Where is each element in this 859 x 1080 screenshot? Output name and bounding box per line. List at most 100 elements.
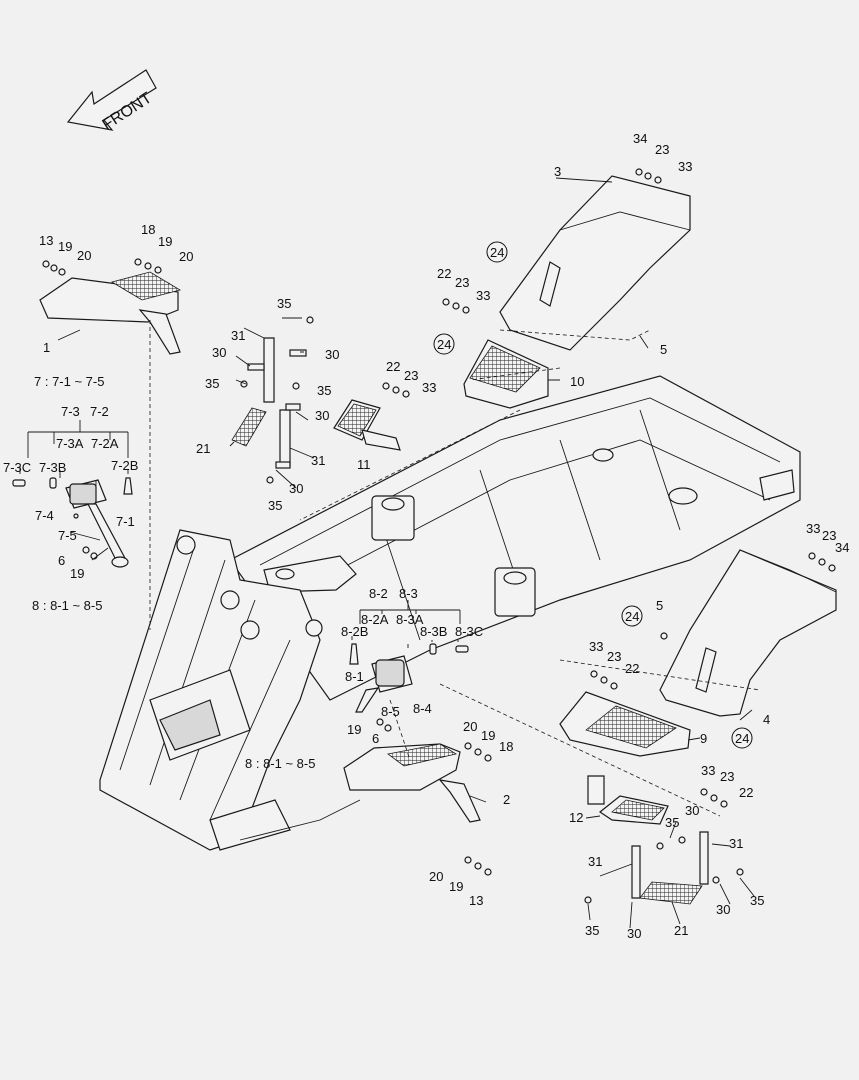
callout-22-c: 22 xyxy=(625,661,639,676)
callout-12: 12 xyxy=(569,810,583,825)
callout-24-b: 24 xyxy=(437,337,451,352)
callout-30-a: 30 xyxy=(212,345,226,360)
callout-33-c: 33 xyxy=(422,380,436,395)
callout-8-1: 8-1 xyxy=(345,669,364,684)
callout-20-b: 20 xyxy=(179,249,193,264)
callout-7-2A: 7-2A xyxy=(91,436,119,451)
callout-20-c: 20 xyxy=(463,719,477,734)
callout-21-upper: 21 xyxy=(196,441,210,456)
callout-30-e: 30 xyxy=(685,803,699,818)
callout-7-3: 7-3 xyxy=(61,404,80,419)
callout-13-bottom: 13 xyxy=(469,893,483,908)
callout-31-b: 31 xyxy=(311,453,325,468)
group-8-caption-center: 8 : 8-1 ~ 8-5 xyxy=(245,756,315,771)
callout-9: 9 xyxy=(700,731,707,746)
step-plate-1 xyxy=(39,258,182,355)
callout-23-c: 23 xyxy=(404,368,418,383)
callout-19-b: 19 xyxy=(158,234,172,249)
callout-8-3B: 8-3B xyxy=(420,624,447,639)
callout-6-left: 6 xyxy=(58,553,65,568)
callout-23-f: 23 xyxy=(720,769,734,784)
callout-19-a: 19 xyxy=(58,239,72,254)
callout-31-a: 31 xyxy=(231,328,245,343)
step-plate-2 xyxy=(343,742,492,876)
callout-31-d: 31 xyxy=(729,836,743,851)
callout-7-1: 7-1 xyxy=(116,514,135,529)
callout-34-b: 34 xyxy=(835,540,849,555)
callout-7-3A: 7-3A xyxy=(56,436,84,451)
callout-5-top: 5 xyxy=(660,342,667,357)
callout-24-a: 24 xyxy=(490,245,504,260)
callout-30-d: 30 xyxy=(289,481,303,496)
callout-35-f: 35 xyxy=(750,893,764,908)
callout-31-c: 31 xyxy=(588,854,602,869)
callout-35-g: 35 xyxy=(585,923,599,938)
lamp-assembly-7 xyxy=(12,477,133,568)
group-7-caption: 7 : 7-1 ~ 7-5 xyxy=(34,374,104,389)
callout-20-d: 20 xyxy=(429,869,443,884)
callout-23-b: 23 xyxy=(455,275,469,290)
step-11 xyxy=(333,382,410,451)
callout-22-a: 22 xyxy=(437,266,451,281)
callout-18-center: 18 xyxy=(499,739,513,754)
callout-7-3C: 7-3C xyxy=(3,460,31,475)
callout-7-3B: 7-3B xyxy=(39,460,66,475)
leader-lines xyxy=(19,177,761,929)
callout-18-top: 18 xyxy=(141,222,155,237)
callout-24-c: 24 xyxy=(625,609,639,624)
main-frame xyxy=(229,375,801,701)
callout-6-center: 6 xyxy=(372,731,379,746)
bracket-assembly-lower xyxy=(584,775,744,905)
callout-35-d: 35 xyxy=(268,498,282,513)
front-arrow: FRONT xyxy=(66,69,157,134)
callout-24-d: 24 xyxy=(735,731,749,746)
callout-35-c: 35 xyxy=(317,383,331,398)
callout-34-a: 34 xyxy=(633,131,647,146)
callout-20-a: 20 xyxy=(77,248,91,263)
callout-33-e: 33 xyxy=(589,639,603,654)
callout-19-f: 19 xyxy=(449,879,463,894)
callout-30-f: 30 xyxy=(716,902,730,917)
callout-8-3C: 8-3C xyxy=(455,624,483,639)
callout-8-2A: 8-2A xyxy=(361,612,389,627)
callout-5-right: 5 xyxy=(656,598,663,613)
callout-22-b: 22 xyxy=(386,359,400,374)
callout-30-c: 30 xyxy=(315,408,329,423)
callout-8-3A: 8-3A xyxy=(396,612,424,627)
callout-7-2: 7-2 xyxy=(90,404,109,419)
callout-30-b: 30 xyxy=(325,347,339,362)
callout-4: 4 xyxy=(763,712,770,727)
callout-8-3: 8-3 xyxy=(399,586,418,601)
callout-8-4: 8-4 xyxy=(413,701,432,716)
callout-33-a: 33 xyxy=(678,159,692,174)
callout-8-2B: 8-2B xyxy=(341,624,368,639)
callout-33-d: 33 xyxy=(806,521,820,536)
callout-33-f: 33 xyxy=(701,763,715,778)
lamp-assembly-8 xyxy=(349,643,469,732)
callout-19-e: 19 xyxy=(481,728,495,743)
callout-13-top: 13 xyxy=(39,233,53,248)
callout-labels: 1 2 3 4 5 5 6 6 9 10 11 12 13 13 18 18 1… xyxy=(3,131,849,941)
callout-7-5: 7-5 xyxy=(58,528,77,543)
callout-35-b: 35 xyxy=(205,376,219,391)
callout-7-2B: 7-2B xyxy=(111,458,138,473)
callout-33-b: 33 xyxy=(476,288,490,303)
step-10 xyxy=(442,298,549,409)
callout-19-c: 19 xyxy=(70,566,84,581)
callout-8-5: 8-5 xyxy=(381,704,400,719)
callout-35-a: 35 xyxy=(277,296,291,311)
callout-21-lower: 21 xyxy=(674,923,688,938)
callout-10: 10 xyxy=(570,374,584,389)
callout-7-4: 7-4 xyxy=(35,508,54,523)
callout-19-d: 19 xyxy=(347,722,361,737)
callout-2: 2 xyxy=(503,792,510,807)
fender-3 xyxy=(499,168,691,351)
callout-22-d: 22 xyxy=(739,785,753,800)
callout-1: 1 xyxy=(43,340,50,355)
callout-23-d: 23 xyxy=(822,528,836,543)
callout-35-e: 35 xyxy=(665,815,679,830)
step-9 xyxy=(559,670,691,757)
fender-4 xyxy=(659,549,837,717)
